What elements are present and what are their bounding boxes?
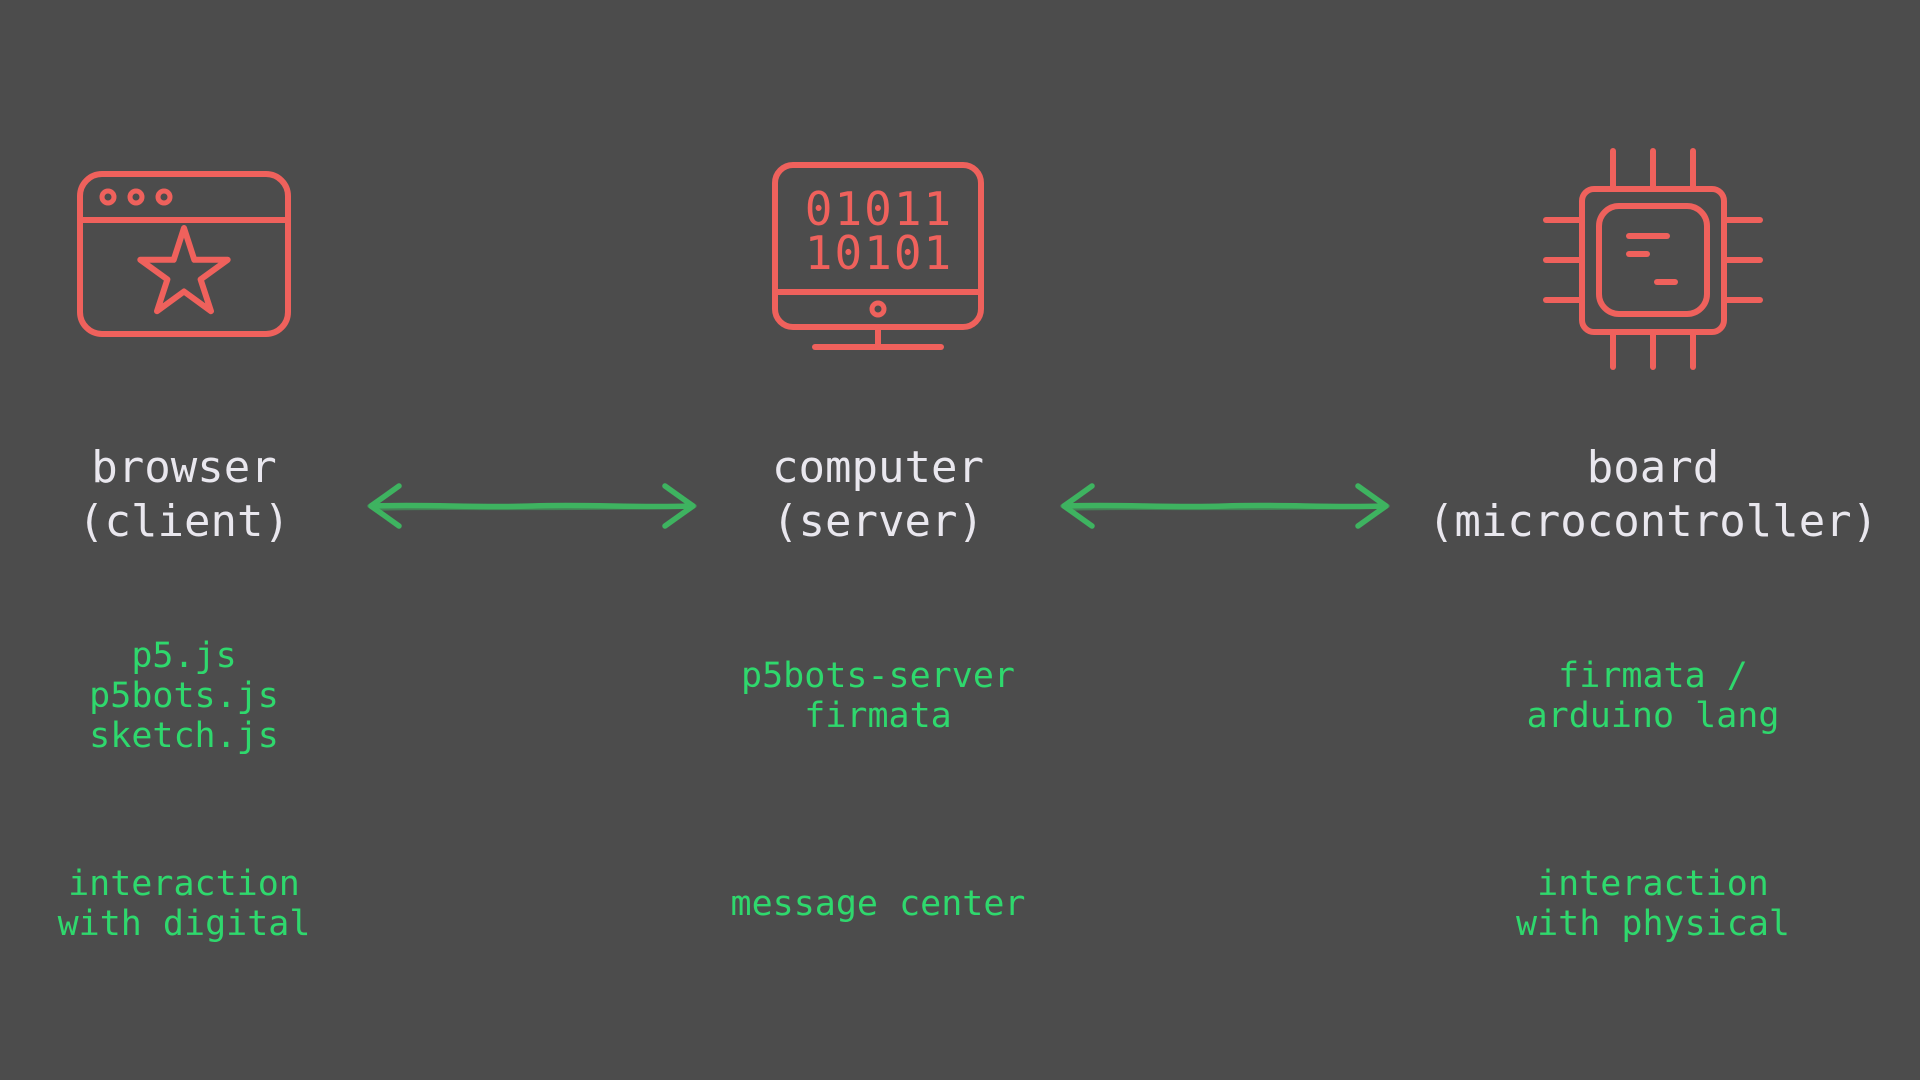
stack-label: sketch.js [89,716,279,756]
browser-stack-labels: p5.js p5bots.js sketch.js [89,636,279,756]
stack-label: arduino lang [1526,696,1780,736]
computer-board-arrow-icon [1050,476,1400,538]
stack-label: firmata [804,696,952,736]
board-role-label: interaction with physical [1516,862,1790,946]
browser-title: browser (client) [78,441,290,549]
binary-monitor-icon: 01011 10101 [771,161,985,351]
stack-label: p5.js [131,636,237,676]
microchip-icon [1542,146,1764,370]
browser-title-line1: browser [91,442,277,493]
browser-title-line2: (client) [78,496,290,547]
board-title-line1: board [1586,442,1720,493]
computer-title-line2: (server) [772,496,984,547]
board-title-line2: (microcontroller) [1427,496,1879,547]
binary-row-2: 10101 [805,226,953,280]
browser-role-label: interaction with digital [58,862,311,946]
role-label: with digital [57,904,311,944]
board-title: board (microcontroller) [1428,441,1878,549]
computer-title-line1: computer [772,442,984,493]
computer-stack-labels: p5bots-server firmata [741,636,1015,756]
binary-row-1: 01011 [805,182,953,236]
stack-label: p5bots-server [741,656,1015,696]
stack-label: firmata / [1558,656,1748,696]
stack-label: p5bots.js [89,676,279,716]
computer-role-label: message center [730,862,1025,946]
role-label: interaction [68,864,300,904]
role-label: with physical [1516,904,1790,944]
role-label: message center [730,884,1026,924]
board-stack-labels: firmata / arduino lang [1527,636,1780,756]
browser-computer-arrow-icon [357,476,707,538]
role-label: interaction [1537,864,1769,904]
browser-window-icon [76,170,292,338]
computer-title: computer (server) [772,441,984,549]
